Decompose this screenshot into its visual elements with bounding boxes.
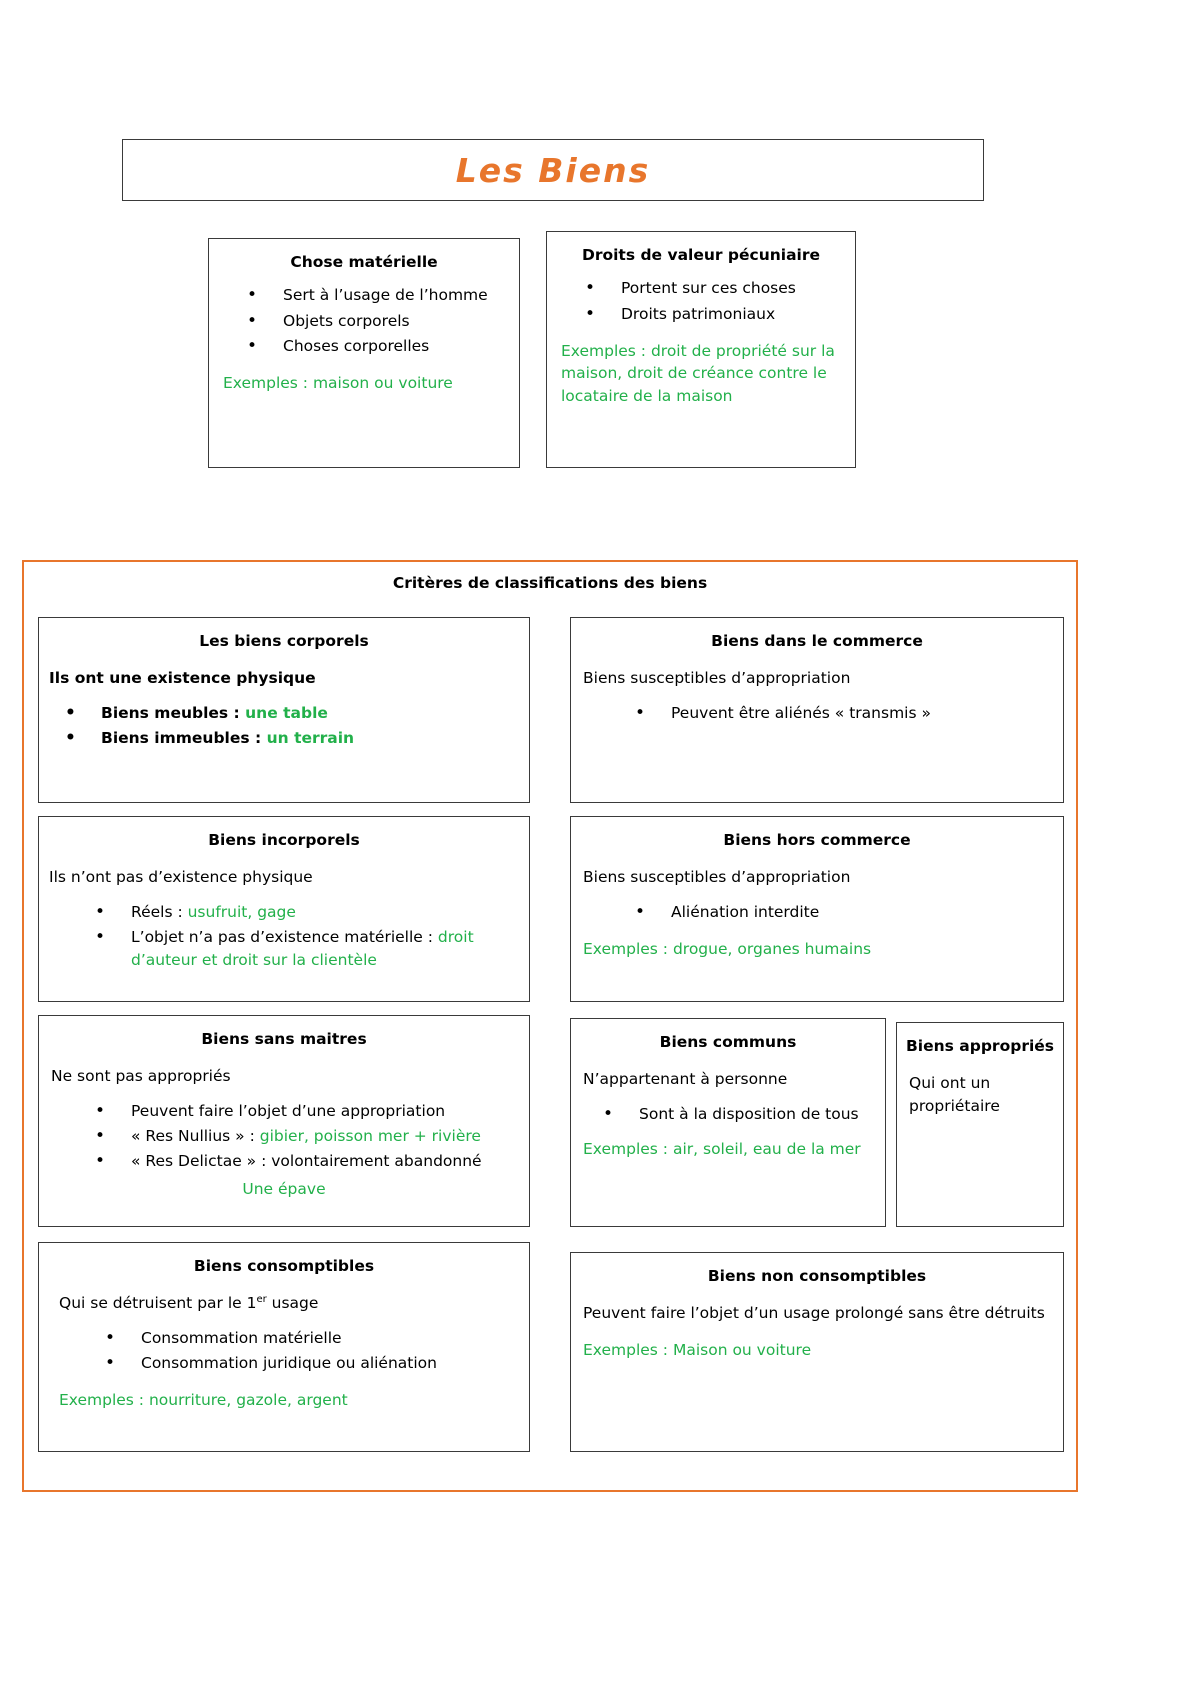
bullet-list: Sert à l’usage de l’homme Objets corpore… <box>209 283 519 360</box>
list-item: Droits patrimoniaux <box>585 302 855 328</box>
list-item: Aliénation interdite <box>635 900 1063 926</box>
box-biens-consomptibles: Biens consomptibles Qui se détruisent pa… <box>38 1242 530 1452</box>
list-item-label: Peuvent faire l’objet d’une appropriatio… <box>131 1101 446 1120</box>
box-chose-materielle: Chose matérielle Sert à l’usage de l’hom… <box>208 238 520 468</box>
box-biens-hors-commerce: Biens hors commerce Biens susceptibles d… <box>570 816 1064 1002</box>
box-biens-non-consomptibles: Biens non consomptibles Peuvent faire l’… <box>570 1252 1064 1452</box>
example-text: Exemples : droit de propriété sur la mai… <box>561 341 835 405</box>
bullet-list: Peuvent être aliénés « transmis » <box>571 701 1063 727</box>
box-title: Biens appropriés <box>905 1037 1055 1055</box>
list-item: Sont à la disposition de tous <box>603 1102 885 1128</box>
list-item: Consommation juridique ou aliénation <box>105 1351 529 1377</box>
list-item: Biens immeubles : un terrain <box>65 726 529 752</box>
intro-pre: Qui se détruisent par le 1 <box>59 1294 257 1313</box>
example-text-centered: Une épave <box>242 1179 326 1198</box>
box-intro: Biens susceptibles d’appropriation <box>583 669 851 688</box>
list-item: Portent sur ces choses <box>585 276 855 302</box>
bullet-list: Portent sur ces choses Droits patrimonia… <box>547 276 855 328</box>
box-intro: Ils ont une existence physique <box>49 669 316 688</box>
list-item: Peuvent être aliénés « transmis » <box>635 701 1063 727</box>
intro-post: usage <box>266 1294 319 1313</box>
list-item-example: une table <box>245 703 328 722</box>
box-title: Chose matérielle <box>290 253 438 271</box>
box-title: Biens communs <box>659 1033 797 1051</box>
bullet-list: Consommation matérielle Consommation jur… <box>39 1326 529 1377</box>
box-biens-dans-le-commerce: Biens dans le commerce Biens susceptible… <box>570 617 1064 803</box>
panel-title: Critères de classifications des biens <box>392 574 708 592</box>
list-item-label: Biens immeubles : <box>101 729 267 748</box>
example-text: Exemples : maison ou voiture <box>223 374 453 393</box>
box-intro: Peuvent faire l’objet d’un usage prolong… <box>583 1304 1045 1323</box>
box-intro: Biens susceptibles d’appropriation <box>583 868 851 887</box>
bullet-list: Peuvent faire l’objet d’une appropriatio… <box>39 1099 529 1175</box>
list-item: Biens meubles : une table <box>65 701 529 727</box>
list-item-label: Réels : <box>131 902 188 921</box>
bullet-list: Aliénation interdite <box>571 900 1063 926</box>
list-item-example: un terrain <box>266 729 355 748</box>
box-title: Biens hors commerce <box>723 831 911 849</box>
box-intro: Ne sont pas appropriés <box>51 1067 231 1086</box>
box-title: Les biens corporels <box>199 632 369 650</box>
box-title: Biens dans le commerce <box>711 632 923 650</box>
box-title: Biens non consomptibles <box>707 1267 927 1285</box>
bullet-list: Biens meubles : une table Biens immeuble… <box>39 701 529 752</box>
list-item: L’objet n’a pas d’existence matérielle :… <box>95 925 529 973</box>
box-title: Droits de valeur pécuniaire <box>581 246 821 264</box>
box-biens-appropries: Biens appropriés Qui ont un propriétaire <box>896 1022 1064 1227</box>
box-intro: N’appartenant à personne <box>583 1070 788 1089</box>
list-item: « Res Delictae » : volontairement abando… <box>95 1149 529 1175</box>
page-title: Les Biens <box>455 150 651 190</box>
box-biens-corporels: Les biens corporels Ils ont une existenc… <box>38 617 530 803</box>
list-item-example: droit d’auteur et droit sur la clientèle <box>131 928 474 970</box>
box-biens-sans-maitres: Biens sans maitres Ne sont pas approprié… <box>38 1015 530 1227</box>
list-item-label: « Res Nullius » : <box>131 1127 260 1146</box>
list-item-example: gibier, poisson mer + rivière <box>259 1127 481 1146</box>
box-droits-valeur-pecuniaire: Droits de valeur pécuniaire Portent sur … <box>546 231 856 468</box>
list-item-label: Biens meubles : <box>101 703 246 722</box>
list-item: Réels : usufruit, gage <box>95 900 529 926</box>
box-biens-incorporels: Biens incorporels Ils n’ont pas d’existe… <box>38 816 530 1002</box>
example-text: Exemples : air, soleil, eau de la mer <box>583 1140 861 1159</box>
bullet-list: Sont à la disposition de tous <box>571 1102 885 1128</box>
list-item: Choses corporelles <box>247 334 519 360</box>
document-title-box: Les Biens <box>122 139 984 201</box>
box-biens-communs: Biens communs N’appartenant à personne S… <box>570 1018 886 1227</box>
list-item: Peuvent faire l’objet d’une appropriatio… <box>95 1099 529 1125</box>
list-item-label: « Res Delictae » : volontairement abando… <box>131 1152 482 1171</box>
box-title: Biens incorporels <box>208 831 360 849</box>
list-item-label: L’objet n’a pas d’existence matérielle : <box>131 928 438 947</box>
intro-superscript: er <box>256 1294 267 1306</box>
box-intro: Qui ont un propriétaire <box>909 1074 1000 1115</box>
example-text: Exemples : nourriture, gazole, argent <box>59 1391 348 1410</box>
list-item: Sert à l’usage de l’homme <box>247 283 519 309</box>
box-intro: Qui se détruisent par le 1er usage <box>59 1292 529 1314</box>
bullet-list: Réels : usufruit, gage L’objet n’a pas d… <box>39 900 529 973</box>
list-item-example: usufruit, gage <box>187 902 296 921</box>
box-title: Biens sans maitres <box>201 1030 367 1048</box>
list-item: Objets corporels <box>247 309 519 335</box>
example-text: Exemples : drogue, organes humains <box>583 940 872 959</box>
list-item: Consommation matérielle <box>105 1326 529 1352</box>
box-title: Biens consomptibles <box>193 1257 375 1275</box>
example-text: Exemples : Maison ou voiture <box>583 1340 812 1359</box>
list-item: « Res Nullius » : gibier, poisson mer + … <box>95 1124 529 1150</box>
box-intro: Ils n’ont pas d’existence physique <box>49 868 313 887</box>
